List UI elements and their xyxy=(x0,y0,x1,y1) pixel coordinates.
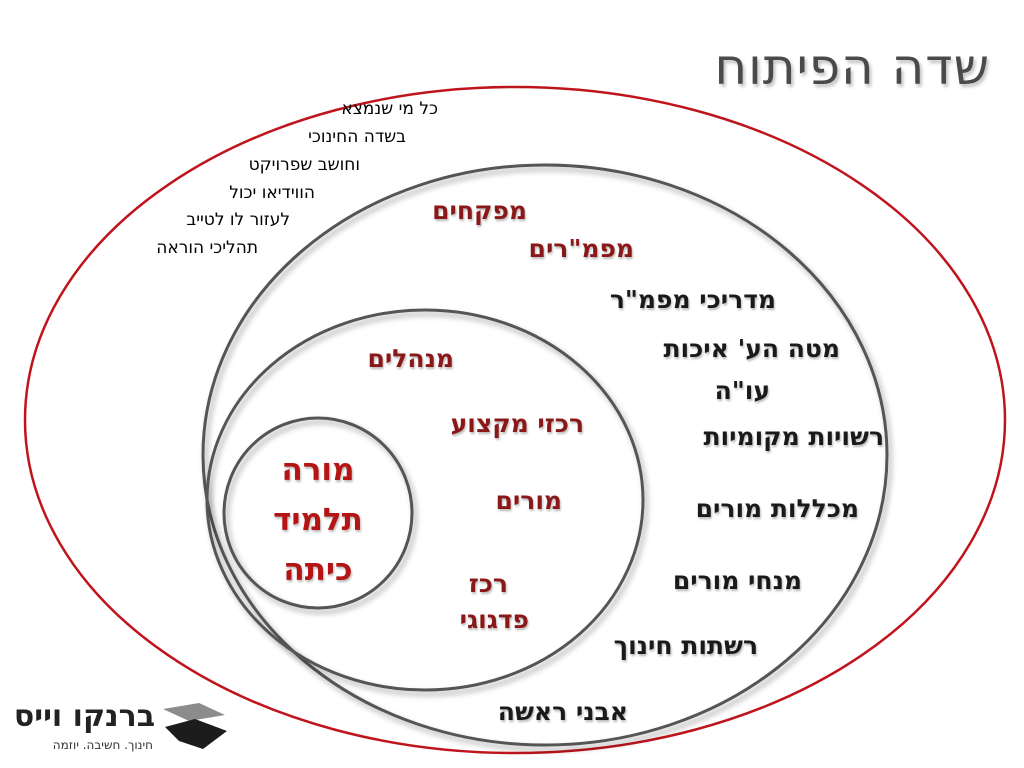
logo-mark-icon xyxy=(163,703,227,749)
school-circle xyxy=(205,308,645,692)
branco-weiss-logo: ברנקו וייס חינוך. חשיבה. יוזמה xyxy=(14,697,229,759)
intro-note-line: הווידיאו יכול xyxy=(229,183,315,203)
logo-name: ברנקו וייס xyxy=(13,699,155,734)
label-cornerstones: אבני ראשה xyxy=(497,697,628,726)
intro-note-line: כל מי שנמצא xyxy=(341,99,438,119)
label-subject-heads: רכזי מקצוע xyxy=(450,409,584,438)
label-education-networks: רשתות חינוך xyxy=(613,631,758,660)
label-quality-staff-cont: עו"ה xyxy=(714,376,770,405)
core-label-teacher: מורה xyxy=(281,452,355,488)
intro-note-line: בשדה החינוכי xyxy=(308,127,406,147)
intro-note-line: לעזור לו לטייב xyxy=(186,210,290,230)
label-pedagogic-coordinator-cont: פדגוגי xyxy=(459,605,529,634)
classroom-circle xyxy=(222,416,414,610)
logo-tagline: חינוך. חשיבה. יוזמה xyxy=(52,738,153,752)
label-principals: מנהלים xyxy=(367,344,455,373)
label-teacher-colleges: מכללות מורים xyxy=(695,494,859,523)
development-field-circle xyxy=(201,163,889,747)
core-label-student: תלמיד xyxy=(273,502,363,538)
intro-note-line: תהליכי הוראה xyxy=(156,238,258,258)
label-subject-instructors: מדריכי מפמ"ר xyxy=(609,285,776,314)
label-supervisors: מפקחים xyxy=(432,196,527,225)
label-quality-staff: מטה הע' איכות xyxy=(663,334,840,363)
page-title: שדה הפיתוח xyxy=(714,38,990,96)
label-local-authorities: רשויות מקומיות xyxy=(703,422,884,451)
core-label-classroom: כיתה xyxy=(283,552,353,588)
label-teachers: מורים xyxy=(495,486,563,515)
label-teacher-mentors: מנחי מורים xyxy=(672,566,802,595)
label-pedagogic-coordinator: רכז xyxy=(468,569,508,598)
outer-circle xyxy=(23,85,1007,755)
label-subject-coordinators: מפמ"רים xyxy=(528,234,634,263)
intro-note-line: וחושב שפרויקט xyxy=(248,155,360,175)
